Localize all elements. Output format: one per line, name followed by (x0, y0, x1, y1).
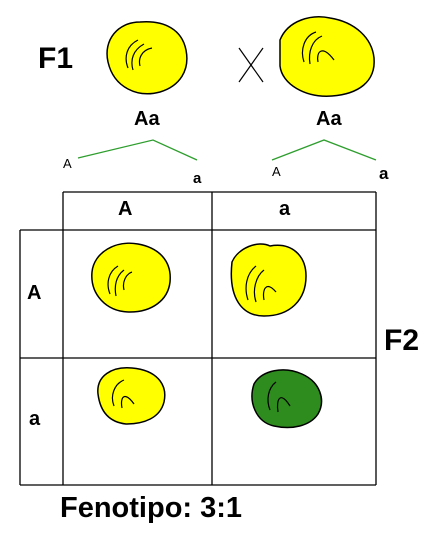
punnett-grid (19, 191, 377, 486)
offspring-seed-aa (251, 369, 323, 429)
seed-body (106, 21, 188, 95)
parent-seed-right (279, 16, 375, 97)
offspring-seed-AA (91, 242, 171, 313)
parent-left-genotype: Aa (134, 108, 160, 130)
f1-label: F1 (38, 42, 74, 75)
parent-right-genotype: Aa (316, 108, 342, 130)
seed-wrinkle (125, 39, 153, 71)
column-header-A: A (118, 198, 133, 220)
gamete-right-a: a (379, 164, 389, 183)
gamete-branches-right (271, 139, 377, 161)
offspring-seed-Aa-bottom (97, 367, 166, 425)
column-header-a: a (279, 198, 291, 220)
gamete-branches-left (77, 139, 198, 161)
gamete-right-A: A (272, 164, 281, 179)
phenotype-caption: Fenotipo: 3:1 (60, 492, 243, 524)
gamete-left-a: a (193, 170, 202, 187)
gamete-left-A: A (63, 156, 72, 171)
seed-wrinkle (301, 31, 335, 65)
parent-seed-left (106, 21, 188, 95)
seed-body (279, 16, 375, 97)
row-header-a: a (29, 408, 41, 430)
f2-label: F2 (384, 324, 420, 357)
offspring-seed-Aa-top (230, 243, 307, 317)
row-header-A: A (27, 282, 42, 304)
cross-x (238, 47, 264, 83)
